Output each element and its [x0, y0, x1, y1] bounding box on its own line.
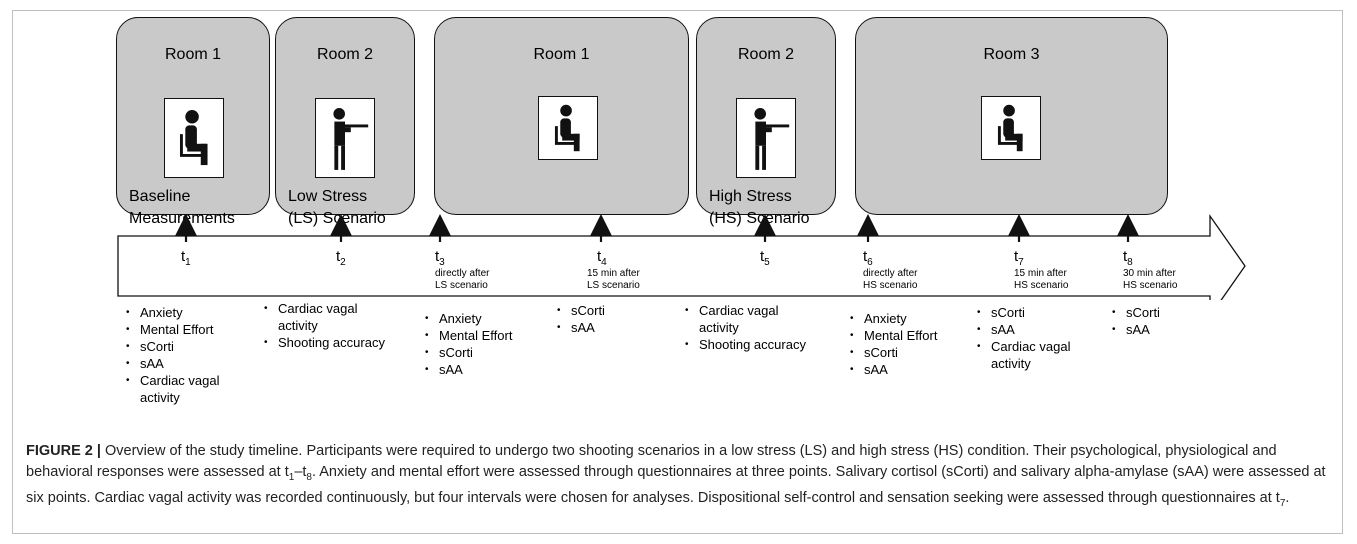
- timepoint-label-t1: t1: [181, 248, 191, 268]
- room-title: Room 1: [164, 46, 222, 63]
- list-item: Mental Effort: [126, 321, 220, 338]
- room-box-3: Room 1: [434, 17, 689, 215]
- timepoint-label-t7: t7: [1014, 248, 1024, 268]
- list-item: Shooting accuracy: [685, 336, 806, 353]
- note-line: HS scenario: [863, 280, 918, 291]
- room-caption-line-1: Baseline: [129, 188, 191, 205]
- list-item: sAA: [977, 321, 1071, 338]
- list-item: sCorti: [977, 304, 1071, 321]
- list-item: Shooting accuracy: [264, 334, 385, 351]
- measure-list-t4: sCorti sAA: [557, 302, 605, 336]
- figure-caption: FIGURE 2 | Overview of the study timelin…: [26, 443, 1326, 509]
- room-box-4: Room 2 High Stress(HS) Scenario: [696, 17, 836, 227]
- note-line: 15 min after: [587, 268, 640, 279]
- list-item: sCorti: [425, 344, 512, 361]
- timeline-arrow: [117, 213, 1246, 300]
- list-item: sCorti: [1112, 304, 1160, 321]
- shooter-icon: [315, 98, 375, 178]
- measure-list-t1: Anxiety Mental Effort sCorti sAA Cardiac…: [126, 304, 220, 406]
- list-item: Mental Effort: [850, 327, 937, 344]
- list-item: Mental Effort: [425, 327, 512, 344]
- room-caption-line-1: Low Stress: [288, 188, 368, 205]
- measure-list-t6: Anxiety Mental Effort sCorti sAA: [850, 310, 937, 378]
- measure-list-t8: sCorti sAA: [1112, 304, 1160, 338]
- note-line: HS scenario: [1014, 280, 1069, 291]
- timepoint-label-t3: t3: [435, 248, 445, 268]
- list-item: Anxiety: [126, 304, 220, 321]
- seated-person-icon: [538, 96, 598, 160]
- note-line: 30 min after: [1123, 268, 1176, 279]
- note-line: directly after: [863, 268, 918, 279]
- note-line: LS scenario: [435, 280, 488, 291]
- timepoint-label-t8: t8: [1123, 248, 1133, 268]
- list-item: sAA: [425, 361, 512, 378]
- timepoint-label-t4: t4: [597, 248, 607, 268]
- list-item: sCorti: [126, 338, 220, 355]
- list-item: sAA: [1112, 321, 1160, 338]
- measure-list-t3: Anxiety Mental Effort sCorti sAA: [425, 310, 512, 378]
- timeline-graphic: [117, 213, 1246, 300]
- note-line: HS scenario: [1123, 280, 1178, 291]
- room-title: Room 2: [737, 46, 795, 63]
- list-item: Anxiety: [425, 310, 512, 327]
- room-caption: Low Stress(LS) Scenario: [288, 186, 386, 230]
- note-line: directly after: [435, 268, 490, 279]
- room-title: Room 3: [983, 46, 1040, 63]
- caption-label: FIGURE 2 |: [26, 443, 101, 459]
- list-item: sCorti: [557, 302, 605, 319]
- seated-person-icon: [981, 96, 1041, 160]
- timepoint-label-t5: t5: [760, 248, 770, 268]
- room-box-5: Room 3: [855, 17, 1168, 215]
- room-title: Room 1: [533, 46, 590, 63]
- list-item: sAA: [126, 355, 220, 372]
- room-title: Room 2: [316, 46, 374, 63]
- list-item: sAA: [850, 361, 937, 378]
- list-item: sAA: [557, 319, 605, 336]
- room-caption-line-1: High Stress: [709, 188, 792, 205]
- up-arrows: [175, 214, 1139, 242]
- note-line: LS scenario: [587, 280, 640, 291]
- timepoint-label-t2: t2: [336, 248, 346, 268]
- timepoint-label-t6: t6: [863, 248, 873, 268]
- list-item: sCorti: [850, 344, 937, 361]
- note-line: 15 min after: [1014, 268, 1067, 279]
- seated-person-icon: [164, 98, 224, 178]
- room-box-2: Room 2 Low Stress(LS) Scenario: [275, 17, 415, 227]
- list-item: Anxiety: [850, 310, 937, 327]
- shooter-icon: [736, 98, 796, 178]
